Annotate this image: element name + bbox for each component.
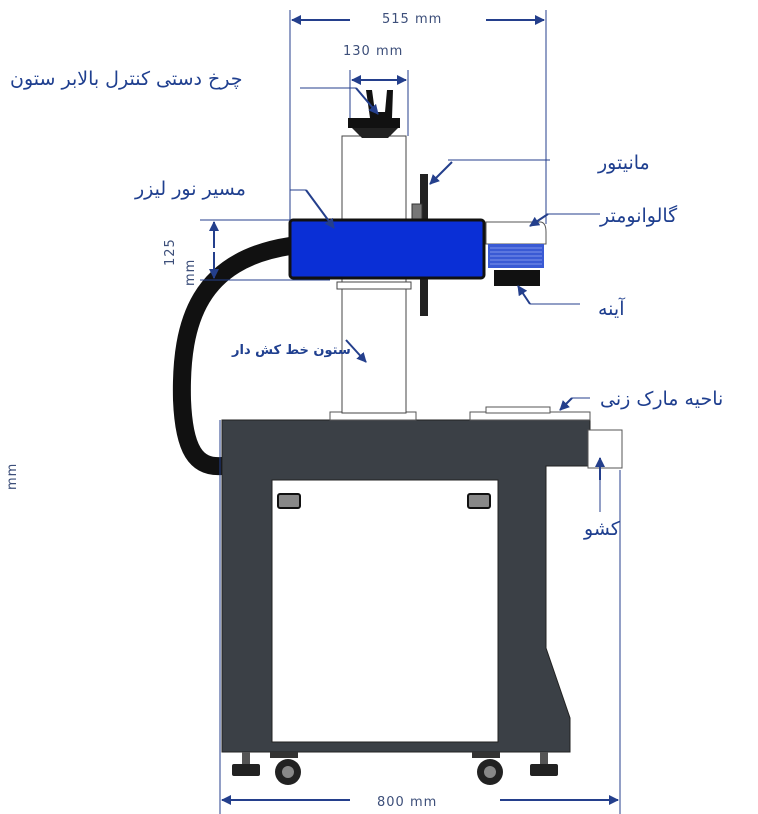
drawer xyxy=(587,429,623,469)
caster-left-mount xyxy=(270,752,298,758)
caster-right-mount xyxy=(472,752,500,758)
label-column: ستون خط کش دار xyxy=(232,343,351,358)
pointer-laser-path xyxy=(305,189,335,229)
dim-130-label: 130 mm xyxy=(343,44,404,59)
label-galvanometer: گالوانومتر xyxy=(600,205,678,227)
handwheel-cone xyxy=(352,128,398,138)
foot-left-stem xyxy=(242,752,250,764)
label-laser-path: مسیر نور لیزر xyxy=(135,178,246,200)
pointer-handwheel xyxy=(355,87,379,115)
dim-515-label: 515 mm xyxy=(382,12,443,27)
pointer-column xyxy=(345,339,367,363)
cabinet-door xyxy=(271,479,499,743)
label-handwheel: چرخ دستی کنترل بالابر ستون xyxy=(10,68,243,90)
galvanometer-head xyxy=(485,221,547,245)
label-marking-area: ناحیه مارک زنی xyxy=(600,388,724,410)
pointer-marking-area xyxy=(559,397,573,411)
dim-125-value: 125 xyxy=(163,238,178,266)
dim-800-label: 800 mm xyxy=(377,795,438,810)
pointer-monitor xyxy=(429,161,453,185)
galvanometer-lines xyxy=(490,247,542,265)
pointer-mirror xyxy=(517,285,531,305)
handwheel-cap xyxy=(348,118,400,128)
fiber-cable xyxy=(172,237,299,476)
label-monitor: مانیتور xyxy=(598,152,650,174)
dim-side-unit: mm xyxy=(5,462,20,490)
dim-125-unit: mm xyxy=(183,258,198,286)
foot-left xyxy=(232,764,260,776)
foot-right-stem xyxy=(540,752,548,764)
marking-plate xyxy=(485,406,551,414)
foot-right xyxy=(530,764,558,776)
mirror-lens xyxy=(494,270,540,286)
label-mirror: آینه xyxy=(598,298,625,320)
laser-housing xyxy=(288,218,486,280)
label-drawer: کشو xyxy=(584,518,620,540)
column-collar xyxy=(336,281,412,290)
door-hinge-right xyxy=(467,493,491,509)
pointer-galvanometer xyxy=(529,213,549,227)
door-hinge-left xyxy=(277,493,301,509)
